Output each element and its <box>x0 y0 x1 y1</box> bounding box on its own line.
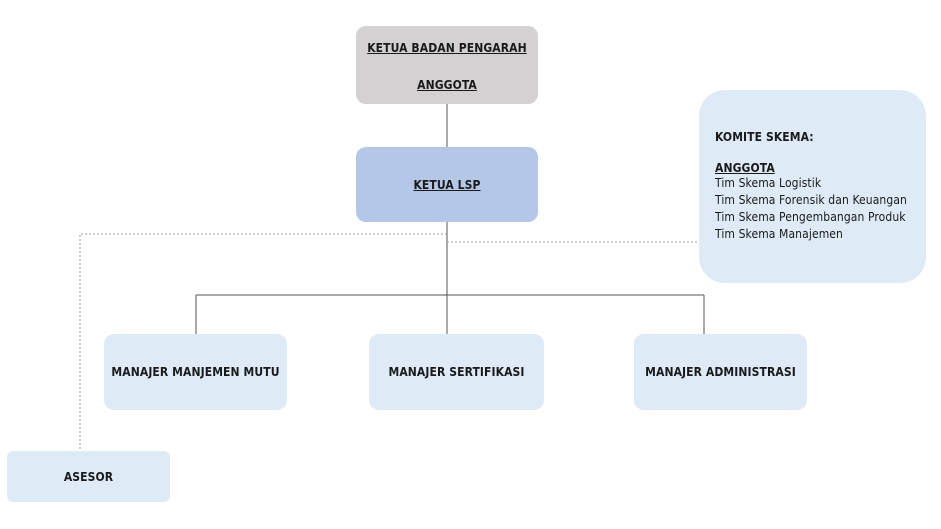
board-chair-box: KETUA BADAN PENGARAH ANGGOTA <box>356 26 538 104</box>
certification-manager-box: MANAJER SERTIFIKASI <box>369 334 544 410</box>
quality-manager-label: MANAJER MANJEMEN MUTU <box>111 365 280 379</box>
certification-manager-label: MANAJER SERTIFIKASI <box>388 365 525 379</box>
administration-manager-box: MANAJER ADMINISTRASI <box>634 334 807 410</box>
scheme-team-item: Tim Skema Logistik <box>715 176 822 190</box>
lsp-chair-label: KETUA LSP <box>413 177 481 192</box>
scheme-committee-box: KOMITE SKEMA: ANGGOTA Tim Skema Logistik… <box>699 90 926 283</box>
board-members-label: ANGGOTA <box>417 78 477 92</box>
board-chair-label: KETUA BADAN PENGARAH <box>367 41 527 55</box>
scheme-team-item: Tim Skema Manajemen <box>715 227 843 241</box>
asesor-label: ASESOR <box>63 469 114 484</box>
administration-manager-label: MANAJER ADMINISTRASI <box>645 365 796 379</box>
scheme-committee-title: KOMITE SKEMA: <box>715 130 814 144</box>
scheme-team-item: Tim Skema Forensik dan Keuangan <box>715 193 907 207</box>
lsp-chair-box: KETUA LSP <box>356 147 538 222</box>
asesor-box: ASESOR <box>7 451 170 502</box>
scheme-committee-members-heading: ANGGOTA <box>715 161 775 175</box>
quality-manager-box: MANAJER MANJEMEN MUTU <box>104 334 287 410</box>
scheme-team-item: Tim Skema Pengembangan Produk <box>715 210 906 224</box>
